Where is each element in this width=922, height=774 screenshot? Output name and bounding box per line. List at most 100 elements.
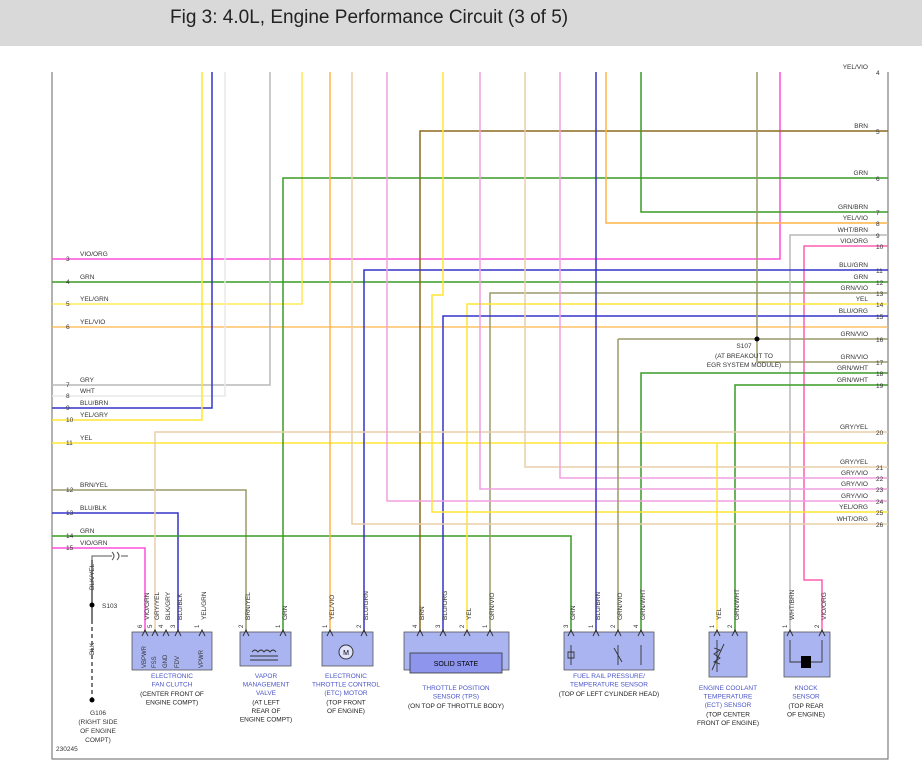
right-terminal-wire-label: GRY/VIO — [841, 481, 868, 488]
ground-desc: OF ENGINE — [80, 728, 116, 735]
vmv-body — [239, 631, 292, 667]
pin-number: 2 — [239, 624, 245, 628]
ground-wire-label: BLK — [89, 642, 96, 655]
wire-yel-gry-10 — [52, 72, 203, 421]
pin-number: 4 — [413, 624, 419, 628]
left-terminal-number: 14 — [66, 533, 74, 540]
left-terminal-number: 5 — [66, 301, 70, 308]
component-name: (ECT) SENSOR — [705, 702, 752, 709]
right-terminal-number: 12 — [876, 280, 884, 287]
pin-arrow — [242, 628, 250, 637]
left-terminal-number: 8 — [66, 393, 70, 400]
component-location: REAR OF — [252, 708, 281, 715]
pin-number: 5 — [148, 624, 154, 628]
right-terminal-wire-label: GRY/VIO — [841, 493, 868, 500]
pin-wire-label: BLU/ORG — [442, 591, 449, 620]
pin-arrow — [174, 628, 182, 637]
pin-wire-label: GRN — [282, 605, 289, 620]
pin-arrow — [279, 628, 287, 637]
fan-clutch-pin-function: FSS — [152, 656, 158, 668]
left-terminal-wire-label: YEL — [80, 435, 93, 442]
wire-gry-yel-21 — [524, 72, 888, 468]
pin-wire-label: GRN/WHT — [640, 589, 647, 620]
wire-vio-grn-15 — [52, 547, 146, 632]
pin-arrow — [592, 628, 600, 637]
right-terminal-wire-label: YEL/VIO — [843, 64, 868, 71]
pin-number: 4 — [159, 624, 165, 628]
pin-arrow — [614, 628, 622, 637]
s107-label: S107 — [736, 343, 752, 350]
pin-wire-label: GRN/VIO — [489, 593, 496, 620]
pin-wire-label: GRY/YEL — [154, 592, 161, 620]
piezo-crystal-icon — [801, 656, 811, 668]
component-location: (TOP CENTER — [706, 712, 750, 719]
fan-clutch-pin-function: FDV — [175, 656, 181, 668]
frp-body — [563, 631, 655, 671]
right-terminal-number: 6 — [876, 176, 880, 183]
pin-number: 2 — [611, 624, 617, 628]
s107-desc: EGR SYSTEM MODULE) — [707, 362, 781, 369]
right-terminal-number: 9 — [876, 233, 880, 240]
pin-wire-label: YEL/GRN — [201, 591, 208, 620]
pin-number: 1 — [276, 624, 282, 628]
left-terminal-number: 4 — [66, 279, 70, 286]
component-name: THROTTLE POSITION — [422, 685, 489, 692]
figure-id: 230245 — [56, 746, 78, 753]
component-name: KNOCK — [794, 685, 818, 692]
wire-yel-vio-8 — [605, 72, 888, 224]
right-terminal-wire-label: VIO/ORG — [840, 238, 868, 245]
wire-yel-org-25 — [431, 72, 888, 513]
motor-label: M — [343, 650, 349, 657]
component-name: TEMPERATURE SENSOR — [570, 682, 648, 689]
ground-desc: COMPT) — [85, 737, 111, 744]
right-terminal-number: 13 — [876, 291, 884, 298]
left-terminal-wire-label: BLU/BLK — [80, 505, 107, 512]
wire-blu-blk-13 — [52, 512, 179, 632]
left-terminal-wire-label: YEL/VIO — [80, 319, 105, 326]
motor-icon — [338, 644, 354, 660]
wire-brn-5 — [419, 130, 888, 632]
label-layer: 3VIO/ORG4GRN5YEL/GRN6YEL/VIO7GRY8WHT9BLU… — [56, 64, 884, 753]
pin-arrow — [416, 628, 424, 637]
wire-wht-8 — [52, 72, 226, 397]
pin-arrow — [637, 628, 645, 637]
right-terminal-number: 20 — [876, 430, 884, 437]
pin-wire-label: BLU/GRN — [363, 591, 370, 620]
component-name: THROTTLE CONTROL — [312, 682, 380, 689]
wire-grn-vio-13 — [489, 292, 888, 632]
right-terminal-number: 19 — [876, 383, 884, 390]
right-terminal-number: 10 — [876, 244, 884, 251]
component-location: (AT LEFT — [252, 700, 280, 707]
right-terminal-wire-label: BRN — [854, 123, 868, 130]
wire-wht-brn-9 — [789, 234, 888, 632]
right-terminal-number: 5 — [876, 129, 880, 136]
left-terminal-wire-label: BLU/BRN — [80, 400, 108, 407]
fan-clutch-pin-function: VPWR — [199, 649, 205, 668]
right-terminal-wire-label: GRY/VIO — [841, 470, 868, 477]
g106-ground-dot — [89, 697, 95, 703]
right-terminal-wire-label: YEL — [856, 296, 869, 303]
left-terminal-number: 15 — [66, 545, 74, 552]
pin-number: 4 — [634, 624, 640, 628]
wire-vio-org-3 — [52, 72, 781, 260]
pressure-temperature-element-icon — [567, 645, 642, 665]
wire-grn-vio-16 — [756, 72, 888, 340]
pin-wire-label: YEL/VIO — [329, 595, 336, 620]
pin-number: 2 — [728, 624, 734, 628]
left-terminal-number: 11 — [66, 440, 73, 447]
right-terminal-wire-label: GRN/WHT — [837, 377, 868, 384]
pin-number: 1 — [483, 624, 489, 628]
pin-wire-label: YEL — [466, 607, 473, 620]
wire-layer — [51, 72, 889, 760]
component-name: VALVE — [256, 690, 277, 697]
right-terminal-number: 16 — [876, 337, 884, 344]
diagram-frame — [51, 72, 889, 760]
right-terminal-number: 18 — [876, 371, 884, 378]
pin-number: 3 — [564, 624, 570, 628]
right-terminal-wire-label: BLU/ORG — [839, 308, 868, 315]
wire-yel-grn-5 — [52, 72, 303, 305]
pin-arrow — [567, 628, 575, 637]
left-terminal-wire-label: GRY — [80, 377, 95, 384]
right-terminal-number: 25 — [876, 510, 884, 517]
pin-wire-label: BRN/YEL — [245, 592, 252, 620]
